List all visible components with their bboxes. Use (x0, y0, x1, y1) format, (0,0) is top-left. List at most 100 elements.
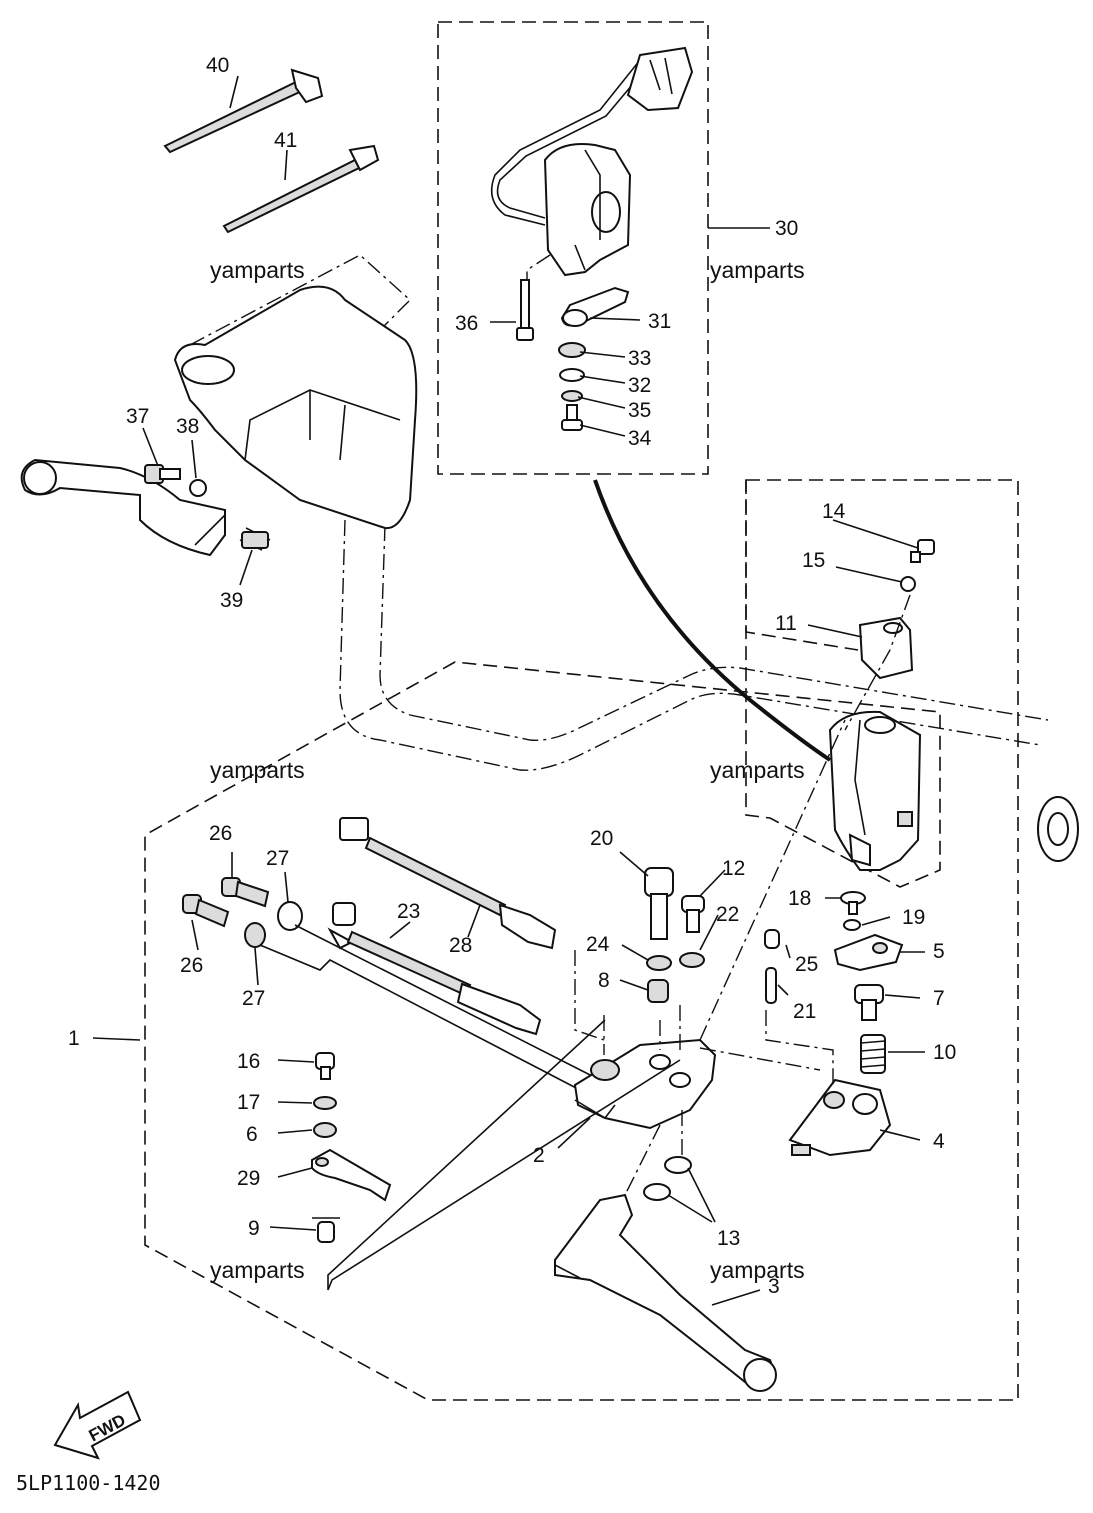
callout-26-upper: 26 (209, 822, 232, 845)
callout-5: 5 (933, 940, 945, 963)
fwd-arrow-icon: FWD (53, 1390, 142, 1460)
pin-25 (764, 929, 780, 949)
bracket-4 (788, 1078, 892, 1157)
switch-cable (593, 479, 832, 762)
holder-2 (573, 1038, 717, 1130)
callout-11: 11 (775, 612, 797, 635)
callout-39: 39 (220, 589, 243, 612)
callout-6: 6 (246, 1123, 258, 1146)
callout-35: 35 (628, 399, 651, 422)
watermark: yamparts (210, 1257, 305, 1283)
pin-7 (854, 984, 884, 1021)
lever-holder-box (144, 479, 1019, 1401)
right-switch-housing (828, 710, 922, 871)
cable-23 (327, 902, 542, 1036)
callout-17: 17 (237, 1091, 260, 1114)
washer-38 (189, 479, 207, 497)
callout-1: 1 (68, 1027, 80, 1050)
pin-12 (681, 895, 705, 933)
leader-lines (92, 75, 925, 1306)
spring-39 (239, 527, 271, 551)
callout-18: 18 (788, 887, 811, 910)
watermark: yamparts (710, 257, 805, 283)
lower-dashline-h (699, 719, 846, 1041)
screw-16 (315, 1052, 335, 1080)
watermark: yamparts (710, 1257, 805, 1283)
callout-2: 2 (533, 1144, 545, 1167)
callout-37: 37 (126, 405, 149, 428)
callout-4: 4 (933, 1130, 945, 1153)
bolt-26-upper (221, 877, 270, 908)
callout-21: 21 (793, 1000, 816, 1023)
callout-33: 33 (628, 347, 651, 370)
left-lever (20, 458, 226, 557)
screw-18 (840, 891, 866, 915)
callout-14: 14 (822, 500, 846, 523)
callout-29: 29 (237, 1167, 260, 1190)
nut-13-upper (664, 1156, 692, 1174)
bolt-26-lower (182, 894, 230, 928)
callout-9: 9 (248, 1217, 260, 1240)
spring-10 (860, 1034, 886, 1074)
right-grip-dashline (844, 594, 911, 731)
callout-31: 31 (648, 310, 671, 333)
callout-26-lower: 26 (180, 954, 203, 977)
callout-40: 40 (206, 54, 229, 77)
cable-tie-40 (163, 68, 324, 154)
diagram-code: 5LP1100-1420 (16, 1471, 161, 1495)
watermark: yamparts (710, 757, 805, 783)
callout-7: 7 (933, 987, 945, 1010)
callout-labels: 40 41 30 36 31 33 32 35 34 37 38 39 14 1… (68, 54, 956, 1298)
watermarks: yamparts yamparts yamparts yamparts yamp… (210, 257, 805, 1283)
bolt-37 (144, 464, 181, 484)
switch-30 (490, 46, 694, 277)
washer-6 (313, 1122, 337, 1138)
nut-33 (558, 342, 586, 358)
nut-13-lower (643, 1183, 671, 1201)
callout-34: 34 (628, 427, 652, 450)
upper-right-box (745, 480, 859, 651)
washer-27-upper (277, 901, 303, 931)
washer-24 (646, 955, 672, 971)
bracket-29 (311, 1148, 392, 1202)
lower-dashline-e (624, 1124, 661, 1196)
washer-32 (559, 368, 585, 382)
washer-22 (679, 952, 705, 968)
lower-dashline-g (699, 1047, 821, 1071)
callout-10: 10 (933, 1041, 956, 1064)
screw-36 (516, 279, 534, 341)
bracket-dashline (765, 1010, 834, 1085)
callout-12: 12 (722, 857, 745, 880)
screw-14 (910, 539, 935, 563)
cable-28 (339, 817, 557, 950)
callout-41: 41 (274, 129, 297, 152)
callout-27-upper: 27 (266, 847, 289, 870)
washer-19 (843, 919, 861, 931)
cable-guide-line (259, 924, 601, 1091)
washer-35 (561, 390, 583, 402)
callout-36: 36 (455, 312, 478, 335)
cable-tie-41 (222, 144, 380, 234)
switch-assembly-box (437, 21, 709, 475)
callout-27-lower: 27 (242, 987, 265, 1010)
callout-22: 22 (716, 903, 739, 926)
callout-24: 24 (586, 933, 610, 956)
callout-38: 38 (176, 415, 199, 438)
callout-30: 30 (775, 217, 798, 240)
washer-15 (900, 576, 916, 592)
screw-34 (561, 404, 583, 431)
lever-31 (560, 286, 630, 327)
lower-dashline-f (574, 950, 605, 1041)
callout-28: 28 (449, 934, 472, 957)
callout-32: 32 (628, 374, 651, 397)
cover-11 (858, 616, 914, 680)
callout-8: 8 (598, 969, 610, 992)
right-grip-end (1037, 796, 1079, 862)
switch-dashline (526, 254, 551, 340)
plate-5 (833, 933, 904, 972)
callout-16: 16 (237, 1050, 260, 1073)
collar-8 (647, 979, 669, 1003)
watermark: yamparts (210, 757, 305, 783)
pin-21 (765, 967, 777, 1004)
